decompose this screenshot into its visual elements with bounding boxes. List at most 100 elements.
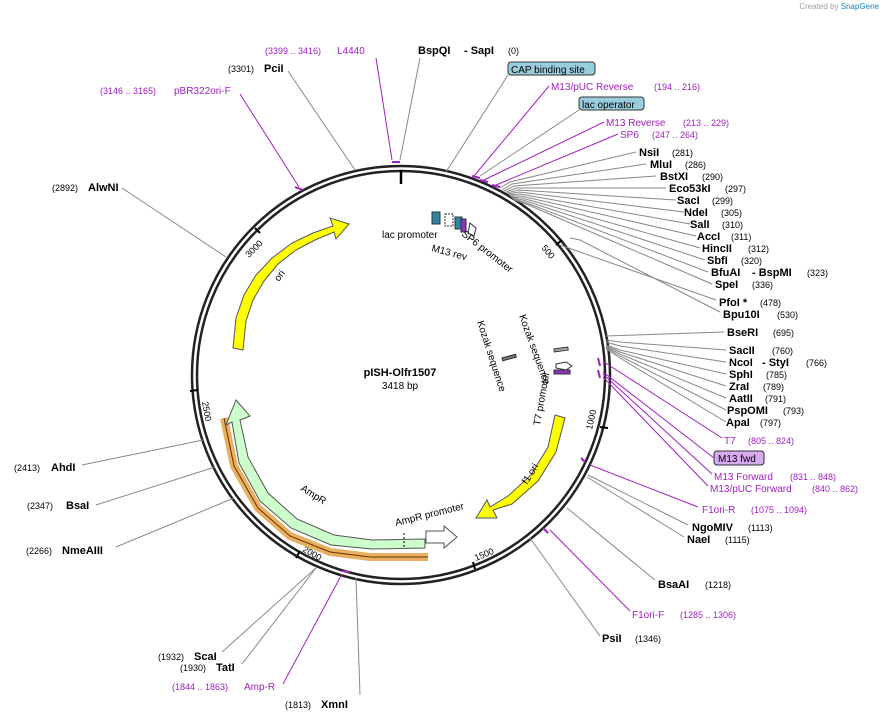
svg-text:(2266): (2266) bbox=[26, 546, 52, 556]
enzyme-scai[interactable]: (1932)ScaI bbox=[158, 566, 318, 663]
enzyme-bseri[interactable]: BseRI(695) bbox=[727, 327, 794, 339]
svg-text:(805 .. 824): (805 .. 824) bbox=[748, 436, 794, 446]
enzyme-pspomi[interactable]: PspOMI(793) bbox=[727, 405, 804, 417]
svg-text:T7 promoter: T7 promoter bbox=[532, 370, 552, 426]
svg-text:(305): (305) bbox=[721, 208, 742, 218]
enzyme-nmeaiii[interactable]: (2266)NmeAIII bbox=[26, 497, 235, 557]
svg-text:1000: 1000 bbox=[584, 409, 598, 431]
svg-text:M13 fwd: M13 fwd bbox=[718, 454, 756, 465]
svg-text:(213 .. 229): (213 .. 229) bbox=[683, 118, 729, 128]
enzyme-zrai[interactable]: ZraI(789) bbox=[729, 381, 784, 393]
primer-amp-r[interactable]: (1844 .. 1863) Amp-R bbox=[172, 570, 351, 693]
svg-text:(336): (336) bbox=[752, 280, 773, 290]
enzyme-bpu10i[interactable]: Bpu10I (530) bbox=[723, 309, 798, 321]
enzyme-nsii[interactable]: NsiI(281) bbox=[639, 147, 693, 159]
svg-text:(831 .. 848): (831 .. 848) bbox=[790, 472, 836, 482]
enzyme-mlui[interactable]: MluI(286) bbox=[650, 159, 706, 171]
svg-text:(311): (311) bbox=[731, 232, 751, 242]
primer-t7[interactable]: T7 (805 .. 824) bbox=[597, 357, 794, 447]
svg-text:HincII: HincII bbox=[702, 243, 732, 255]
svg-text:lac promoter: lac promoter bbox=[382, 230, 438, 241]
enzyme-eco53ki[interactable]: Eco53kI(297) bbox=[669, 183, 746, 195]
primer-f1ori-r[interactable]: F1ori-R (1075 .. 1094) bbox=[580, 457, 807, 516]
enzyme-bfuai[interactable]: BfuAI- BspMI(323) bbox=[711, 267, 828, 279]
svg-text:(840 .. 862): (840 .. 862) bbox=[812, 484, 858, 494]
svg-text:(297): (297) bbox=[725, 184, 746, 194]
enzyme-pfoi[interactable]: PfoI *(478) bbox=[719, 297, 781, 309]
enzyme-ndei[interactable]: NdeI (305) bbox=[684, 207, 742, 219]
enzyme-bsai[interactable]: (2347) BsaI bbox=[27, 466, 216, 512]
svg-text:(695): (695) bbox=[773, 328, 794, 338]
svg-text:(2413): (2413) bbox=[14, 463, 40, 473]
svg-text:SpeI: SpeI bbox=[715, 279, 738, 291]
svg-text:(478): (478) bbox=[760, 298, 781, 308]
enzyme-acci[interactable]: AccI (311) bbox=[697, 231, 751, 243]
enzyme-ahdi[interactable]: (2413)AhdI bbox=[14, 439, 204, 474]
svg-text:(2347): (2347) bbox=[27, 501, 53, 511]
svg-text:(290): (290) bbox=[702, 172, 723, 182]
enzyme-sacii[interactable]: SacII(760) bbox=[729, 345, 793, 357]
svg-text:Amp-R: Amp-R bbox=[244, 682, 275, 693]
enzyme-xmni[interactable]: (1813)XmnI bbox=[285, 577, 361, 711]
svg-text:SP6: SP6 bbox=[620, 130, 639, 141]
kozak-features: Kozak sequence Kozak sequence T7 promote… bbox=[474, 313, 573, 427]
svg-text:(2892): (2892) bbox=[52, 183, 78, 193]
enzyme-ncoi[interactable]: NcoI- StyI(766) bbox=[729, 357, 827, 369]
enzyme-pcii[interactable]: (3301)PciI bbox=[228, 63, 356, 171]
enzyme-sali[interactable]: SalI(310) bbox=[690, 219, 743, 231]
primer-sp6[interactable]: SP6 (247 .. 264) bbox=[491, 130, 698, 188]
primer-pbr322ori-f[interactable]: (3146 .. 3165) pBR322ori-F bbox=[100, 86, 304, 191]
enzyme-naei[interactable]: NaeI(1115) bbox=[586, 476, 750, 546]
svg-text:(1075 .. 1094): (1075 .. 1094) bbox=[751, 505, 807, 515]
enzyme-spei[interactable]: SpeI (336) bbox=[715, 279, 773, 291]
svg-text:(3146 .. 3165): (3146 .. 3165) bbox=[100, 86, 156, 96]
svg-text:NcoI: NcoI bbox=[729, 357, 753, 369]
svg-text:SacI: SacI bbox=[677, 195, 700, 207]
svg-text:SbfI: SbfI bbox=[707, 255, 728, 267]
enzyme-ngomiv[interactable]: NgoMIV(1113) bbox=[587, 474, 773, 534]
svg-text:2500: 2500 bbox=[200, 401, 213, 422]
svg-text:(312): (312) bbox=[748, 244, 769, 254]
enzyme-sphi[interactable]: SphI(785) bbox=[729, 369, 787, 381]
svg-text:(785): (785) bbox=[766, 370, 787, 380]
svg-text:(1285 .. 1306): (1285 .. 1306) bbox=[680, 610, 736, 620]
svg-text:(1115): (1115) bbox=[725, 535, 750, 545]
enzyme-saci[interactable]: SacI(299) bbox=[677, 195, 733, 207]
svg-text:500: 500 bbox=[539, 243, 556, 261]
tick-2500: 2500 bbox=[189, 389, 213, 422]
enzyme-bspqi[interactable]: BspQI - SapI (0) bbox=[399, 45, 519, 161]
svg-text:ZraI: ZraI bbox=[729, 381, 749, 393]
primer-f1ori-f[interactable]: F1ori-F (1285 .. 1306) bbox=[542, 527, 736, 621]
primer-m13-reverse[interactable]: M13 Reverse (213 .. 229) bbox=[479, 118, 729, 183]
primer-m13-forward[interactable]: M13 Forward (831 .. 848) bbox=[597, 369, 836, 483]
svg-text:NsiI: NsiI bbox=[639, 147, 659, 159]
svg-text:ApaI: ApaI bbox=[726, 417, 750, 429]
primer-m13puc-reverse[interactable]: M13/pUC Reverse (194 .. 216) bbox=[471, 82, 700, 179]
enzyme-tati[interactable]: (1930)TatI bbox=[180, 567, 317, 674]
svg-text:SalI: SalI bbox=[690, 219, 710, 231]
svg-text:AccI: AccI bbox=[697, 231, 720, 243]
svg-text:(286): (286) bbox=[685, 160, 706, 170]
svg-text:- StyI: - StyI bbox=[762, 357, 789, 369]
svg-text:Kozak sequence: Kozak sequence bbox=[474, 320, 507, 394]
enzyme-aatii[interactable]: AatII(791) bbox=[729, 393, 786, 405]
svg-text:BsaI: BsaI bbox=[66, 500, 89, 512]
enzyme-bstxi[interactable]: BstXI(290) bbox=[660, 171, 723, 183]
primer-l4440[interactable]: (3399 .. 3416) L4440 bbox=[265, 46, 400, 163]
lac-operator-box: lac operator bbox=[479, 96, 645, 177]
primer-m13puc-forward[interactable]: M13/pUC Forward (840 .. 862) bbox=[602, 376, 858, 495]
svg-text:AmpR: AmpR bbox=[298, 483, 327, 507]
enzyme-sbfi[interactable]: SbfI(320) bbox=[707, 255, 762, 267]
enzyme-hincii[interactable]: HincII (312) bbox=[702, 243, 769, 255]
enzyme-apai[interactable]: ApaI(797) bbox=[726, 417, 781, 429]
svg-text:(1844 .. 1863): (1844 .. 1863) bbox=[172, 682, 228, 692]
svg-text:(530): (530) bbox=[777, 310, 798, 320]
svg-text:SacII: SacII bbox=[729, 345, 755, 357]
lac-promoter-feature: lac promoter bbox=[382, 211, 477, 241]
enzyme-bsaai[interactable]: BsaAI(1218) bbox=[566, 507, 731, 591]
enzyme-psii[interactable]: PsiI(1346) bbox=[529, 537, 661, 645]
enzyme-alwni[interactable]: (2892)AlwNI bbox=[52, 182, 227, 258]
svg-text:NdeI: NdeI bbox=[684, 207, 708, 219]
svg-text:Bpu10I: Bpu10I bbox=[723, 309, 760, 321]
cap-binding-site-box: CAP binding site bbox=[445, 61, 596, 173]
